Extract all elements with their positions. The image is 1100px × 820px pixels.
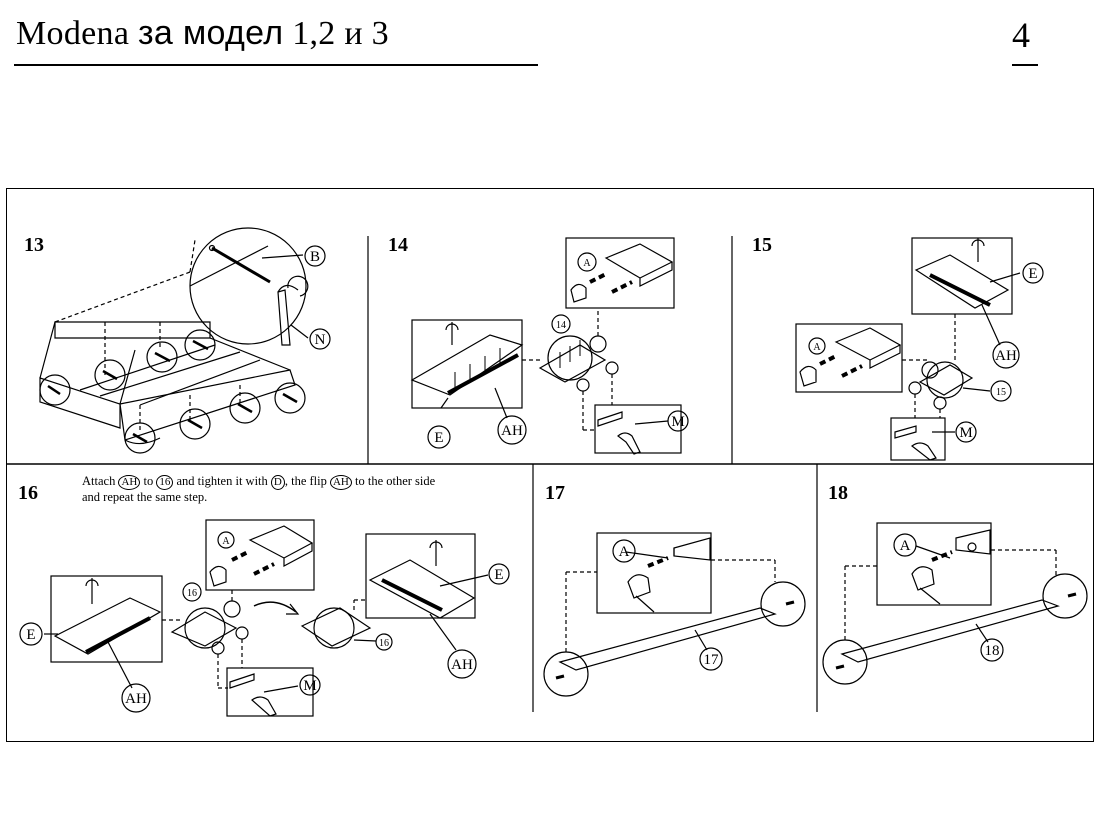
callout-e-14	[427, 425, 451, 449]
callout-label: B	[310, 249, 320, 265]
instructions-frame	[6, 188, 1094, 742]
step-number-15: 15	[752, 234, 772, 256]
callout-ah-15	[992, 341, 1020, 369]
step-number-16: 16	[18, 482, 38, 504]
callout-16-b	[375, 633, 393, 651]
callout-label: AH	[125, 691, 147, 707]
callout-n	[309, 328, 331, 350]
title-underline	[14, 64, 538, 66]
instr-text-2: to	[143, 474, 154, 488]
callout-label: N	[315, 332, 326, 348]
instr-callout-ah-2: AH	[329, 475, 352, 490]
step-number-17: 17	[545, 482, 565, 504]
callout-a-16	[217, 531, 235, 549]
callout-label: E	[1028, 266, 1037, 282]
callout-15	[990, 380, 1012, 402]
callout-e-16-b	[488, 563, 510, 585]
callout-17	[699, 647, 723, 671]
instr-callout-d: D	[270, 475, 285, 490]
instr-text-6: and repeat the same step.	[82, 490, 208, 504]
callout-label: A	[900, 538, 911, 554]
callout-label: 16	[379, 638, 389, 649]
callout-label: AH	[501, 423, 523, 439]
callout-e-15	[1022, 262, 1044, 284]
callout-label: 17	[704, 652, 720, 668]
page-title: Modena за модел 1,2 и 3	[16, 14, 389, 53]
title-models: 1,2 и 3	[292, 15, 389, 52]
callout-label: M	[303, 678, 316, 694]
callout-ah-14	[497, 415, 527, 445]
callout-label: M	[959, 425, 972, 441]
callout-ah-16	[121, 683, 151, 713]
callout-label: E	[26, 627, 35, 643]
callout-label: M	[671, 414, 684, 430]
callout-label: A	[222, 536, 230, 547]
instr-text-5: to the other side	[355, 474, 436, 488]
callout-14	[551, 314, 571, 334]
callout-label: E	[434, 430, 443, 446]
step16-drawing	[44, 519, 489, 717]
callout-ah-16-b	[447, 649, 477, 679]
step15-drawing	[795, 237, 1021, 461]
callout-a-17	[612, 539, 636, 563]
callout-label: E	[494, 567, 503, 583]
step-number-14: 14	[388, 234, 408, 256]
step18-drawing	[822, 522, 1088, 685]
callout-label: A	[619, 544, 630, 560]
callout-label: AH	[995, 348, 1017, 364]
callout-label: A	[583, 258, 591, 269]
callout-18	[980, 638, 1004, 662]
callout-e-16	[19, 622, 43, 646]
callout-a-14	[577, 252, 597, 272]
step-number-18: 18	[828, 482, 848, 504]
callout-16-a	[182, 582, 202, 602]
callout-a-18	[893, 533, 917, 557]
callout-m-14	[667, 410, 689, 432]
title-cyrillic: за модел	[138, 14, 284, 52]
step14-drawing	[410, 237, 682, 455]
callout-m-15	[955, 421, 977, 443]
page-number-underline	[1012, 64, 1038, 66]
callout-b	[304, 245, 326, 267]
instr-text-3: and tighten it with	[176, 474, 268, 488]
callout-label: 15	[996, 387, 1006, 398]
callout-label: A	[813, 342, 821, 353]
instr-text-1: Attach	[82, 474, 116, 488]
title-latin: Modena	[16, 15, 130, 52]
step-number-13: 13	[24, 234, 44, 256]
step13-bed-frame	[39, 227, 309, 454]
callout-label: AH	[451, 657, 473, 673]
callout-m-16	[299, 674, 321, 696]
step17-drawing	[543, 532, 806, 697]
step-16-instruction: Attach AH to 16 and tighten it with D, t…	[82, 474, 522, 504]
callout-label: 18	[985, 643, 1000, 659]
callout-a-15	[808, 337, 826, 355]
callout-label: 14	[556, 320, 566, 331]
instr-text-4: , the flip	[284, 474, 327, 488]
callout-label: 16	[187, 588, 197, 599]
page-number: 4	[1012, 15, 1030, 55]
